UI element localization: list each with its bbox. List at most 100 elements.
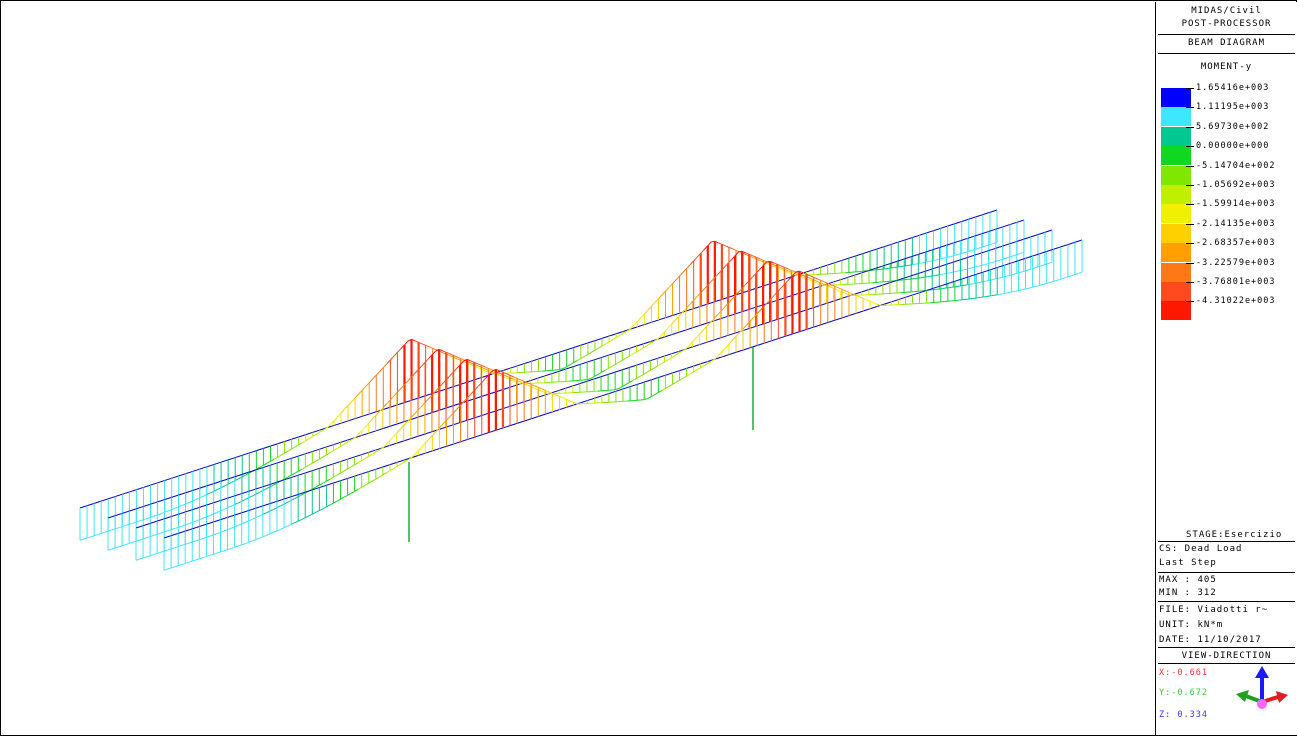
- moment-envelope: [431, 350, 437, 356]
- moment-envelope: [227, 527, 232, 531]
- moment-envelope: [693, 256, 698, 262]
- moment-envelope: [523, 380, 528, 384]
- moment-envelope: [481, 366, 486, 370]
- moment-envelope: [273, 530, 278, 533]
- moment-envelope: [981, 263, 986, 266]
- moment-envelope: [862, 297, 867, 301]
- view-y: Y:-0.672: [1159, 688, 1208, 698]
- moment-envelope: [1064, 276, 1069, 279]
- moment-envelope: [745, 280, 750, 286]
- moment-envelope: [562, 397, 567, 400]
- moment-envelope: [629, 325, 635, 330]
- moment-envelope: [629, 353, 634, 357]
- moment-envelope: [301, 517, 306, 520]
- moment-envelope: [538, 386, 542, 390]
- moment-envelope: [115, 527, 119, 530]
- moment-envelope: [679, 271, 684, 277]
- moment-envelope: [326, 504, 331, 508]
- moment-envelope: [404, 340, 409, 346]
- moment-envelope: [421, 362, 426, 367]
- moment-envelope: [513, 376, 518, 379]
- moment-envelope: [791, 269, 796, 273]
- moment-envelope: [382, 444, 387, 449]
- legend-swatch: [1161, 126, 1191, 146]
- moment-envelope: [390, 355, 395, 361]
- moment-envelope: [1032, 285, 1037, 288]
- legend-tick: [1186, 282, 1194, 283]
- legend-swatch: [1161, 204, 1191, 224]
- moment-envelope: [446, 416, 451, 421]
- moment-envelope: [255, 491, 260, 495]
- moment-envelope: [702, 326, 708, 331]
- moment-envelope: [611, 363, 616, 367]
- moment-envelope: [972, 248, 976, 251]
- moment-envelope: [277, 454, 282, 458]
- moment-envelope: [990, 294, 994, 297]
- moment-envelope: [671, 355, 676, 359]
- moment-envelope: [710, 278, 715, 283]
- moment-envelope: [297, 468, 303, 472]
- legend-value: -2.68357e+003: [1196, 238, 1276, 249]
- moment-envelope: [424, 398, 429, 404]
- moment-envelope: [658, 390, 663, 393]
- moment-envelope: [297, 518, 302, 522]
- moment-envelope: [428, 394, 433, 400]
- file-label: FILE: Viadotti r~: [1159, 605, 1269, 615]
- moment-envelope: [400, 384, 405, 390]
- moment-envelope: [622, 357, 627, 361]
- moment-envelope: [749, 317, 755, 322]
- moment-envelope: [333, 448, 338, 452]
- moment-envelope: [241, 521, 246, 525]
- moment-envelope: [622, 330, 627, 334]
- moment-envelope: [643, 371, 648, 375]
- legend-tick: [1186, 107, 1194, 109]
- moment-envelope: [1018, 289, 1023, 292]
- moment-envelope: [350, 464, 355, 468]
- moment-envelope: [442, 350, 447, 353]
- moment-envelope: [192, 520, 197, 523]
- moment-envelope: [979, 296, 984, 299]
- moment-envelope: [626, 328, 631, 332]
- moment-envelope: [406, 417, 412, 423]
- moment-envelope: [919, 262, 924, 264]
- moment-envelope: [869, 300, 874, 304]
- moment-envelope: [262, 488, 267, 491]
- moment-envelope: [723, 303, 729, 308]
- moment-envelope: [770, 294, 776, 299]
- moment-envelope: [421, 402, 426, 407]
- moment-envelope: [748, 276, 753, 282]
- moment-envelope: [393, 466, 398, 469]
- moment-envelope: [371, 415, 377, 420]
- moment-envelope: [421, 442, 426, 448]
- moment-envelope: [435, 348, 440, 352]
- moment-envelope: [960, 269, 965, 272]
- moment-envelope: [283, 501, 288, 505]
- moment-envelope: [573, 360, 578, 363]
- moment-envelope: [824, 281, 828, 284]
- moment-envelope: [809, 275, 814, 278]
- moment-envelope: [819, 283, 824, 287]
- moment-envelope: [559, 395, 564, 399]
- view-x: X:-0.661: [1159, 668, 1208, 678]
- legend-swatch: [1161, 262, 1191, 282]
- moment-envelope: [202, 556, 207, 559]
- moment-envelope: [763, 301, 769, 307]
- moment-envelope: [953, 270, 958, 273]
- moment-envelope: [1060, 277, 1065, 280]
- moment-envelope: [711, 358, 716, 362]
- moment-envelope: [816, 278, 821, 281]
- moment-envelope: [312, 460, 317, 464]
- moment-envelope: [738, 250, 743, 253]
- moment-envelope: [438, 383, 443, 388]
- model-viewport[interactable]: [2, 2, 1154, 735]
- moment-envelope: [396, 463, 401, 467]
- moment-envelope: [1057, 278, 1061, 281]
- moment-envelope: [248, 540, 253, 543]
- moment-envelope: [375, 371, 381, 376]
- moment-envelope: [301, 492, 306, 496]
- moment-envelope: [223, 549, 228, 552]
- moment-envelope: [209, 534, 214, 537]
- moment-envelope: [90, 535, 95, 538]
- moment-envelope: [597, 372, 602, 375]
